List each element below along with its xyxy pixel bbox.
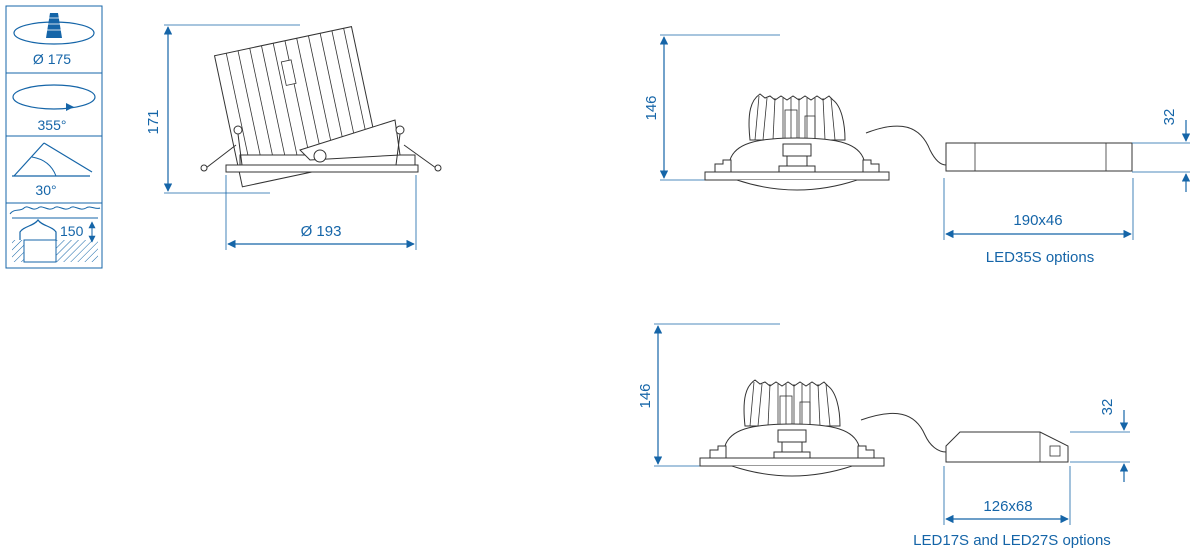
spec-icons-panel: Ø 175 355° 30° 150 — [5, 5, 103, 269]
recess-depth-icon — [9, 206, 101, 263]
led17s-27s-driver-height-dimension: 32 — [1099, 399, 1116, 416]
tilt-label: 30° — [35, 182, 56, 198]
led17s-27s-height-dimension: 146 — [637, 383, 654, 408]
tilted-diameter-dimension: Ø 193 — [301, 223, 342, 240]
rotation-icon — [12, 84, 96, 111]
led35s-driver-size-dimension: 190x46 — [1013, 212, 1062, 229]
beam-diameter-icon — [13, 13, 95, 45]
led17s-27s-side-view — [653, 323, 1130, 525]
led35s-side-view — [659, 34, 1191, 240]
tilt-angle-icon — [12, 142, 93, 177]
led17s-27s-caption: LED17S and LED27S options — [913, 532, 1111, 549]
tilted-side-view — [163, 24, 442, 250]
beam-diameter-label: Ø 175 — [33, 51, 71, 67]
led35s-driver-height-dimension: 32 — [1161, 109, 1178, 126]
led35s-caption: LED35S options — [986, 249, 1094, 266]
tilted-height-dimension: 171 — [145, 109, 162, 134]
led17s-27s-driver-size-dimension: 126x68 — [983, 498, 1032, 515]
recess-depth-label: 150 — [60, 223, 84, 239]
led35s-height-dimension: 146 — [643, 95, 660, 120]
rotation-label: 355° — [38, 117, 67, 133]
